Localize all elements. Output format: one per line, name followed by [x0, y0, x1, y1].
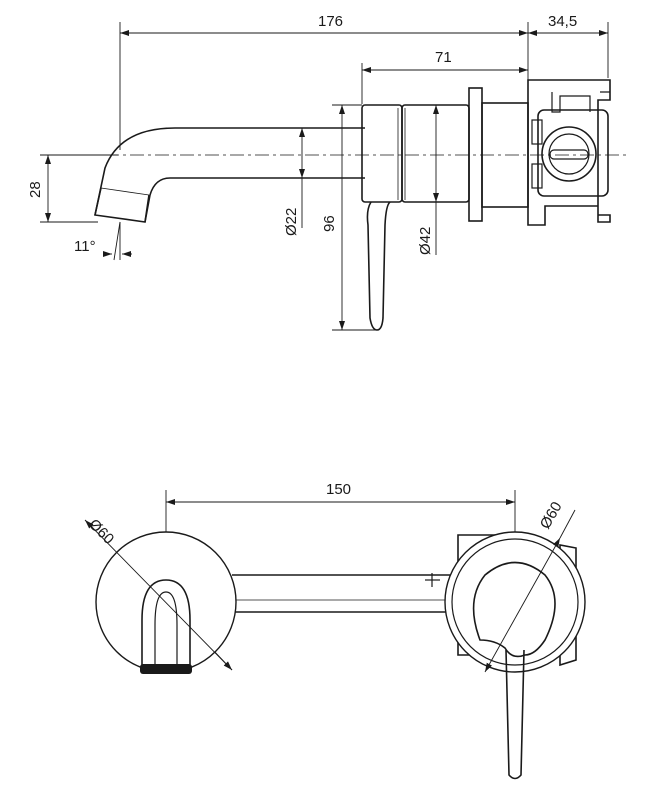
dim-34-5-label: 34,5: [548, 13, 577, 30]
dim-d60-left-label: Ø60: [85, 516, 117, 548]
aerator: [140, 664, 192, 674]
dim-96-label: 96: [321, 215, 338, 232]
dim-d42-label: Ø42: [417, 227, 434, 255]
wall-flange: [468, 87, 483, 222]
dim-150-label: 150: [326, 481, 351, 498]
spout-tip: [94, 187, 150, 223]
mixer-body-rear: [401, 104, 470, 203]
valve-cartridge: [541, 126, 597, 182]
dim-11deg-label: 11°: [74, 238, 96, 255]
dim-d60-right-label: Ø60: [537, 499, 566, 532]
side-view: 176 34,5 71 28 Ø22 96 Ø42 11°: [27, 13, 630, 331]
dim-28-label: 28: [27, 181, 44, 198]
top-view: 150 Ø60 Ø60: [84, 481, 586, 780]
lever-handle: [366, 201, 391, 331]
spout-outlet: [141, 579, 191, 672]
lever-plan: [505, 649, 525, 780]
dim-d22-label: Ø22: [283, 208, 300, 236]
dim-176-label: 176: [318, 13, 343, 30]
mixer-body: [361, 104, 403, 203]
handle-wall-plate: [444, 531, 586, 673]
dim-71-label: 71: [435, 49, 452, 66]
spout-pipe: [94, 127, 365, 223]
concealed-box: [527, 79, 611, 226]
